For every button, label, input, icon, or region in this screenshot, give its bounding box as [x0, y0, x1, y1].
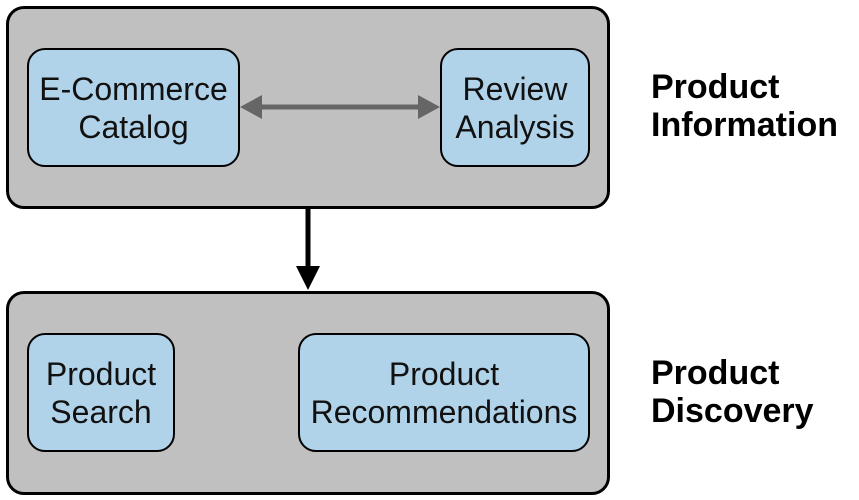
- review-analysis-node: Review Analysis: [440, 48, 590, 167]
- product-recommendations-line2: Recommendations: [310, 393, 578, 430]
- review-analysis-line1: Review: [462, 70, 568, 107]
- product-recommendations-node: Product Recommendations: [298, 333, 590, 452]
- product-search-line2: Search: [50, 393, 152, 430]
- product-discovery-label-line1: Product: [651, 354, 780, 392]
- product-information-label-line1: Product: [651, 68, 780, 106]
- product-discovery-label-line2: Discovery: [651, 392, 814, 430]
- product-recommendations-line1: Product: [388, 355, 500, 392]
- ecommerce-catalog-line1: E-Commerce: [39, 70, 228, 107]
- down-arrow: [296, 209, 320, 290]
- product-search-line1: Product: [45, 355, 157, 392]
- review-analysis-line2: Analysis: [455, 108, 575, 145]
- ecommerce-catalog-node: E-Commerce Catalog: [27, 48, 240, 167]
- ecommerce-catalog-line2: Catalog: [78, 108, 189, 145]
- product-information-label: Product Information: [651, 68, 838, 144]
- product-information-label-line2: Information: [651, 106, 838, 144]
- product-discovery-label: Product Discovery: [651, 354, 814, 430]
- product-search-node: Product Search: [27, 333, 175, 452]
